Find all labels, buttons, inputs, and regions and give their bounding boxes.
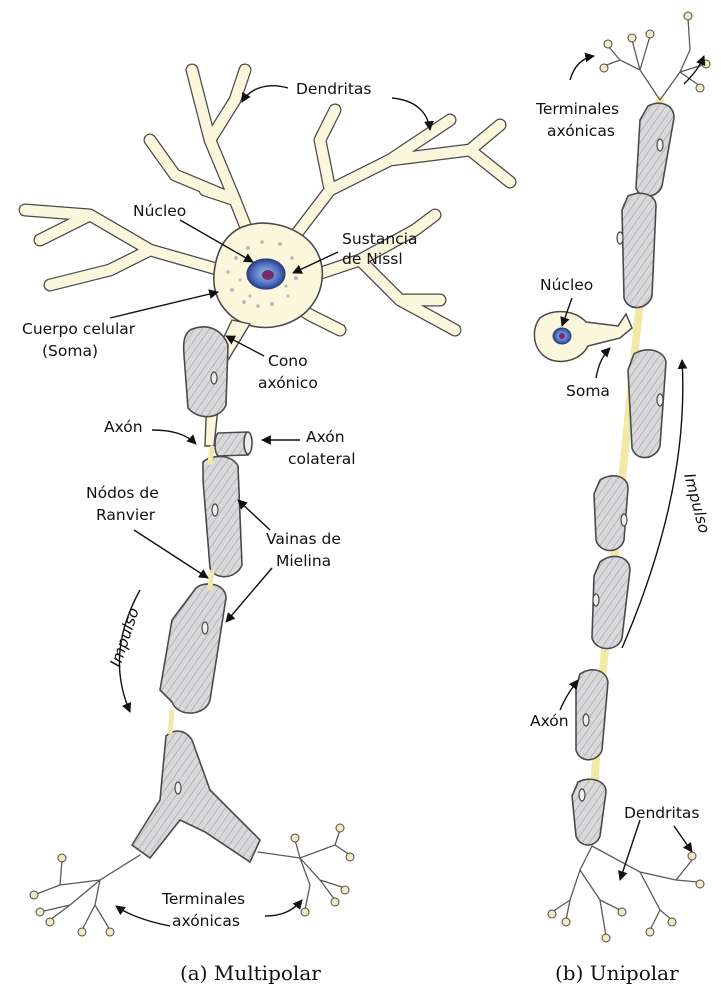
u-label-axon: Axón — [530, 712, 569, 730]
label-cono-1: Cono — [268, 352, 308, 370]
label-vainas-2: Mielina — [276, 552, 331, 570]
label-dendritas: Dendritas — [296, 80, 371, 98]
label-colateral-1: Axón — [306, 428, 345, 446]
label-terminales-1: Terminales — [161, 890, 245, 908]
multipolar-nucleolus — [262, 270, 274, 280]
u-label-dendritas: Dendritas — [624, 804, 699, 822]
label-vainas-1: Vainas de — [266, 530, 341, 548]
unipolar-soma — [534, 312, 632, 362]
multipolar-neuron: Dendritas Núcleo Sustancia de Nissl Cuer… — [22, 70, 510, 985]
label-nissl-2: de Nissl — [342, 250, 403, 268]
u-label-terminales-2: axónicas — [547, 122, 615, 140]
label-terminales-2: axónicas — [172, 912, 240, 930]
unipolar-axon-terminals — [604, 18, 706, 100]
unipolar-nucleolus — [559, 333, 565, 339]
label-nucleo: Núcleo — [133, 202, 186, 220]
multipolar-myelin-sheaths — [132, 327, 260, 862]
u-label-soma: Soma — [566, 382, 610, 400]
caption-unipolar: (b) Unipolar — [555, 961, 679, 985]
label-cuerpo-2: (Soma) — [42, 342, 98, 360]
label-colateral-2: colateral — [288, 450, 356, 468]
unipolar-neuron: Terminales axónicas Núcleo Soma Impulso … — [530, 12, 713, 985]
label-nodos-2: Ranvier — [96, 506, 156, 524]
u-label-impulso: Impulso — [680, 471, 713, 535]
label-cono-2: axónico — [258, 374, 318, 392]
unipolar-terminal-buttons — [600, 12, 710, 92]
label-nissl-1: Sustancia — [342, 230, 417, 248]
label-nodos-1: Nódos de — [86, 484, 159, 502]
label-cuerpo-1: Cuerpo celular — [22, 320, 136, 338]
u-label-nucleo: Núcleo — [540, 276, 593, 294]
label-axon: Axón — [104, 418, 143, 436]
caption-multipolar: (a) Multipolar — [180, 961, 321, 985]
u-label-terminales-1: Terminales — [535, 100, 619, 118]
label-impulso: Impulso — [107, 605, 143, 669]
